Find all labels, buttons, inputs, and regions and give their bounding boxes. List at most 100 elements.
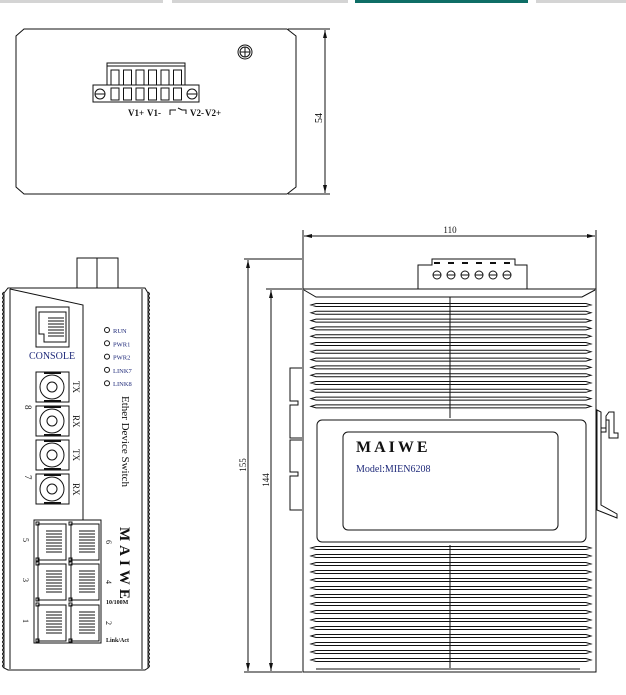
side-brand-logo: MAIWE: [356, 439, 431, 456]
tab[interactable]: [172, 0, 348, 3]
label-v2plus: V2+: [205, 108, 221, 118]
fiber-port-8-number: 8: [23, 405, 33, 410]
led-run-icon: [104, 327, 110, 333]
speed-label: 10/100M: [106, 600, 129, 606]
dimension-110: 110: [443, 225, 457, 235]
din-rail-clip: [596, 409, 619, 519]
fiber-label: TX: [71, 381, 81, 393]
terminal-pin: [160, 87, 170, 101]
cooling-fin: [309, 404, 593, 409]
cooling-fin: [309, 594, 593, 598]
label-v2minus: V2-: [190, 108, 204, 118]
port-number: 3: [21, 578, 30, 582]
cooling-fin: [309, 642, 593, 646]
port-number: 6: [104, 540, 113, 544]
tab[interactable]: [0, 0, 163, 3]
front-brand-logo: MAIWE: [116, 527, 132, 603]
cooling-fin: [309, 546, 593, 550]
link-label: Link/Act: [106, 638, 129, 644]
terminal-slot: [110, 69, 120, 85]
terminal-slot: [173, 69, 182, 85]
cooling-fin: [309, 365, 593, 370]
dimension-144: 144: [261, 473, 271, 487]
cooling-fin: [309, 562, 593, 566]
terminal-slot: [160, 69, 170, 85]
cooling-fin: [309, 650, 593, 654]
rj45-port: [68, 602, 100, 643]
led-label: PWR1: [113, 341, 130, 348]
led-label: LINK8: [113, 381, 132, 388]
cooling-fin: [309, 373, 593, 378]
console-label: CONSOLE: [29, 351, 75, 362]
tab[interactable]: [536, 0, 626, 3]
cooling-fin: [309, 626, 593, 630]
cooling-fin: [309, 334, 593, 339]
cooling-fin: [309, 396, 593, 401]
cooling-fin: [309, 610, 593, 614]
console-port: [35, 306, 70, 348]
cooling-fin: [309, 349, 593, 354]
terminal-pin: [135, 87, 145, 101]
port-number: 4: [104, 580, 113, 584]
terminal-pin: [110, 87, 120, 101]
product-text: Ether Device Switch: [119, 396, 131, 488]
led-link7-icon: [104, 366, 110, 373]
cooling-fin: [309, 318, 593, 323]
port-number: 5: [21, 538, 30, 542]
cooling-fin: [309, 658, 593, 662]
fiber-port: RX: [35, 405, 81, 437]
led-link8-icon: [104, 380, 110, 387]
label-v1minus: V1-: [147, 108, 161, 118]
port-number: 2: [104, 621, 113, 625]
din-tabs: [289, 367, 302, 511]
cooling-fin: [309, 618, 593, 622]
terminal-slot: [135, 69, 145, 85]
rj45-block: [33, 519, 102, 644]
cooling-fin: [309, 570, 593, 574]
tab-active[interactable]: [355, 0, 528, 3]
fiber-port-7-number: 7: [23, 475, 33, 480]
cooling-fin: [309, 310, 593, 315]
terminal-pin: [148, 87, 157, 101]
led-pwr1-icon: [104, 340, 110, 347]
top-tab-strip: [0, 0, 626, 3]
dimension-54: 54: [314, 113, 325, 123]
cooling-fin: [309, 586, 593, 590]
fiber-label: RX: [71, 415, 81, 428]
fiber-port: TX: [35, 371, 81, 403]
terminal-slot: [123, 69, 132, 85]
rj45-port: [35, 602, 67, 643]
model-label: Model:MIEN6208: [356, 464, 430, 475]
cooling-fin: [309, 578, 593, 582]
led-label: RUN: [113, 328, 127, 335]
led-label: LINK7: [113, 368, 133, 375]
cooling-fin: [309, 303, 593, 307]
cooling-fin: [309, 357, 593, 362]
screw-icon: [237, 44, 253, 60]
terminal-pin: [173, 87, 182, 101]
cooling-fin: [309, 388, 593, 393]
side-view: 110 155 144 MAIWE Model:MIEN6208: [238, 225, 619, 673]
relay-switch-icon: [169, 107, 187, 115]
fiber-port: TX: [35, 439, 81, 471]
port-number: 1: [21, 619, 30, 623]
cooling-fin: [309, 381, 593, 385]
rj45-port: [35, 561, 67, 602]
cooling-fin: [309, 634, 593, 638]
cooling-fin: [309, 554, 593, 558]
dimension-155: 155: [238, 458, 248, 472]
fiber-label: TX: [71, 449, 81, 461]
terminal-pin: [123, 87, 132, 101]
serrated-edge: [2, 291, 150, 669]
fiber-label: RX: [71, 483, 81, 496]
rj45-port: [35, 521, 67, 562]
cooling-fin: [309, 326, 593, 331]
led-pwr2-icon: [104, 353, 110, 360]
label-v1plus: V1+: [128, 108, 144, 118]
rj45-port: [68, 521, 100, 562]
terminal-slot: [148, 69, 157, 85]
cooling-fin: [309, 342, 593, 346]
fiber-port: RX: [35, 473, 81, 505]
